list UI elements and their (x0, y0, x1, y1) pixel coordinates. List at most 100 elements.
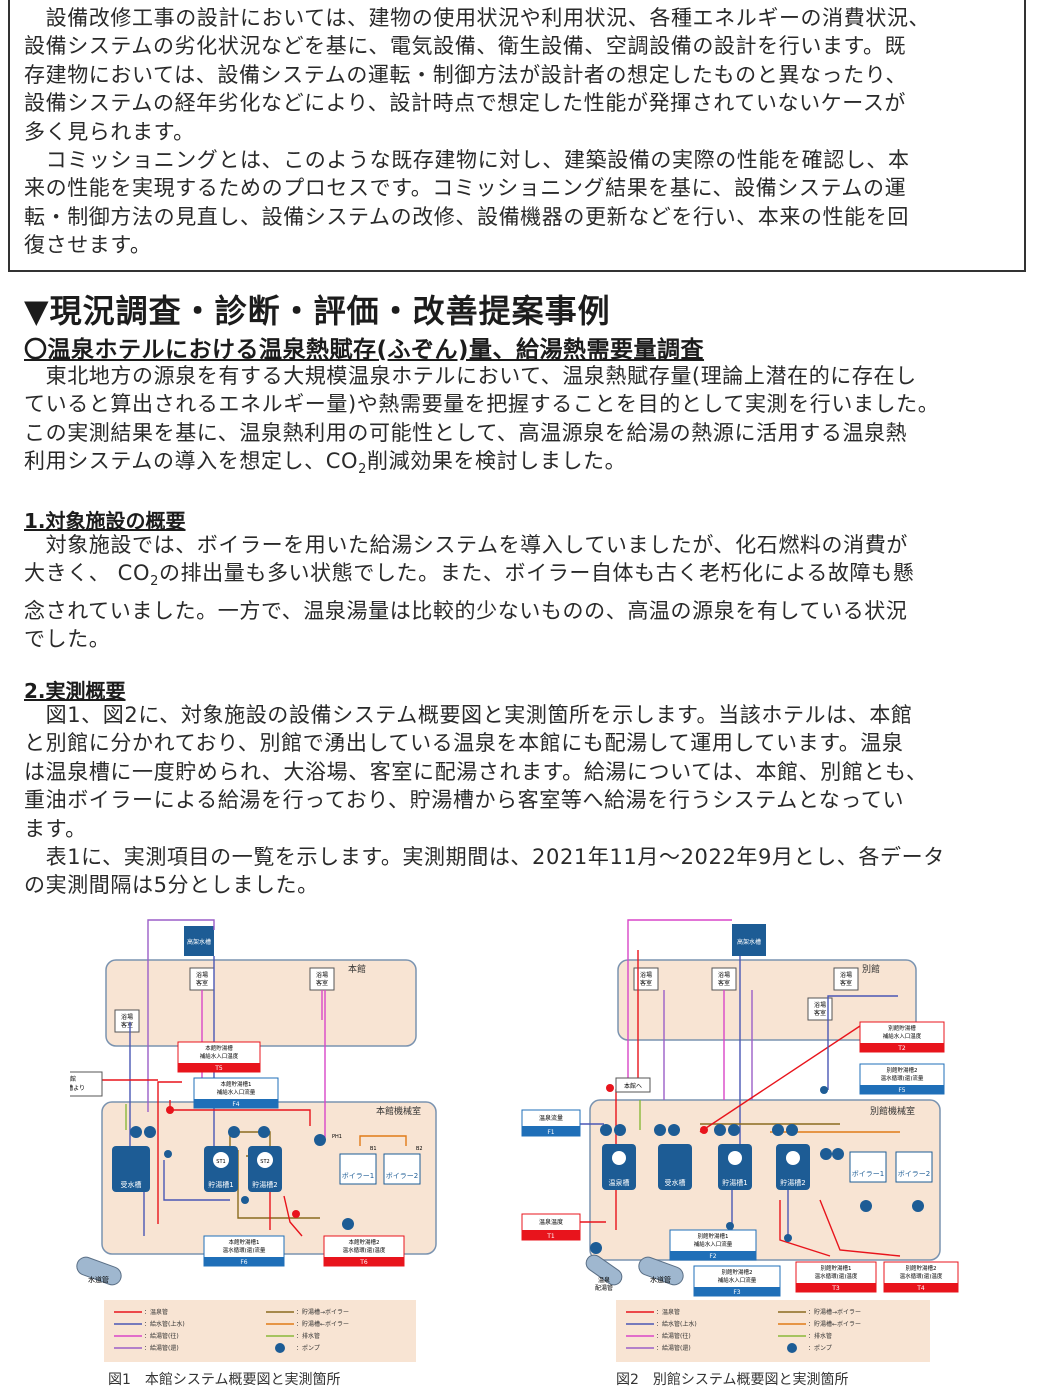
svg-text:補給水入口温度: 補給水入口温度 (883, 1032, 922, 1040)
t3-code: T3 (831, 1285, 840, 1292)
annex-source-label-1: 別館 (70, 1075, 76, 1083)
svg-text:客室: 客室 (814, 1009, 826, 1017)
st2-label: ST2 (260, 1159, 269, 1165)
svg-text:浴場: 浴場 (840, 971, 852, 979)
boiler1-icon (339, 1153, 377, 1185)
pump-icon (258, 1126, 270, 1138)
pump-icon (314, 1134, 326, 1146)
svg-text:客室: 客室 (196, 979, 208, 987)
section2-line: 図1、図2に、対象施設の設備システム概要図と実測箇所を示します。当該ホテルは、本… (24, 703, 913, 727)
svg-text:：給湯管(還): ：給湯管(還) (656, 1344, 691, 1352)
case-intro-paragraph: 東北地方の源泉を有する大規模温泉ホテルにおいて、温泉熱賦存量(理論上潜在的に存在… (24, 362, 939, 485)
water-pipe-label: 水道管 (88, 1275, 109, 1284)
sensor-dot (606, 1084, 614, 1092)
room-box-c (114, 1009, 140, 1033)
b2-label: B2 (416, 1146, 423, 1152)
intro-paragraph: 設備改修工事の設計においては、建物の使用状況や利用状況、各種エネルギーの消費状況… (24, 4, 930, 260)
pump-icon (772, 1124, 784, 1136)
section1-line: 念されていました。一方で、温泉湯量は比較的少ないものの、高温の源泉を有している状… (24, 599, 908, 623)
svg-text:温水循環(還)温度: 温水循環(還)温度 (815, 1272, 858, 1280)
section1-line: 大きく、 CO2の排出量も多い状態でした。また、ボイラー自体も古く老朽化による故… (24, 561, 915, 590)
case-intro-line: 利用システムの導入を想定し、CO2削減効果を検討しました。 (24, 449, 627, 478)
case-intro-line: 東北地方の源泉を有する大規模温泉ホテルにおいて、温泉熱賦存量(理論上潜在的に存在… (24, 364, 917, 388)
pump-icon (728, 1124, 740, 1136)
svg-text:別館貯湯槽1: 別館貯湯槽1 (698, 1232, 729, 1240)
t5-label-1: 本館貯湯槽 (205, 1044, 233, 1052)
svg-text:：ポンプ: ：ポンプ (808, 1344, 832, 1352)
sensor-dot (166, 1106, 174, 1114)
f3-code: F3 (733, 1289, 740, 1296)
water-pipe-label: 水道管 (650, 1275, 671, 1284)
svg-text:：温泉管: ：温泉管 (144, 1308, 168, 1316)
receiving-tank-icon (658, 1144, 692, 1190)
annex-machine-room-label: 別館機械室 (870, 1105, 915, 1117)
water-pipe-icon (76, 1256, 122, 1286)
room-box-a (633, 967, 659, 991)
t6-label-2: 温水循環(還)温度 (343, 1246, 386, 1254)
sensor-dot (292, 1210, 300, 1218)
high-tank-label: 高架水槽 (737, 938, 761, 946)
svg-text:：貯湯槽←ボイラー: ：貯湯槽←ボイラー (808, 1320, 861, 1328)
t2-code: T2 (897, 1045, 906, 1052)
svg-text:浴場: 浴場 (718, 971, 730, 979)
section2-line: ます。 (24, 816, 87, 841)
legend-box (104, 1300, 416, 1362)
pump-icon (130, 1126, 142, 1138)
f5-code: F5 (898, 1087, 905, 1094)
svg-text:：給水管(上水): ：給水管(上水) (656, 1320, 697, 1328)
tank2-icon (248, 1146, 282, 1192)
receiving-tank-label: 受水槽 (665, 1178, 686, 1187)
tank2-icon (776, 1144, 810, 1190)
pump-icon (590, 1242, 602, 1254)
pump-icon (820, 1148, 832, 1160)
svg-text:：ポンプ: ：ポンプ (296, 1344, 320, 1352)
section-title: ▼現況調査・診断・評価・改善提案事例 (24, 292, 611, 330)
boiler1-icon (849, 1151, 887, 1183)
annex-building-label: 別館 (862, 963, 880, 975)
svg-text:：貯湯槽←ボイラー: ：貯湯槽←ボイラー (296, 1320, 349, 1328)
figure-2-caption: 図2 別館システム概要図と実測箇所 (616, 1372, 849, 1388)
tank1-label: 貯湯槽1 (208, 1180, 233, 1189)
pump-icon (342, 1218, 354, 1230)
section2-paragraph: 図1、図2に、対象施設の設備システム概要図と実測箇所を示します。当該ホテルは、本… (24, 701, 945, 900)
f6-label-2: 温水循環(還)流量 (223, 1246, 266, 1254)
boiler2-icon (383, 1153, 421, 1185)
intro-line: 多く見られます。 (24, 119, 195, 144)
room-label-a: 浴場 (196, 971, 208, 979)
svg-text:別館貯湯槽2: 別館貯湯槽2 (906, 1264, 937, 1272)
f4-label-2: 補給水入口流量 (217, 1088, 256, 1096)
onsen-tank-label: 温泉槽 (609, 1178, 630, 1187)
intro-line: 設備システムの劣化状況などを基に、電気設備、衛生設備、空調設備の設計を行います。… (24, 34, 907, 59)
case-title: 〇温泉ホテルにおける温泉熱賦存(ふぞん)量、給湯熱需要量調査 (24, 337, 705, 363)
section1-heading: 1.対象施設の概要 (24, 509, 186, 533)
room-box-d (807, 997, 833, 1021)
boiler2-label: ボイラー2 (386, 1172, 418, 1180)
svg-text:別館貯湯槽: 別館貯湯槽 (888, 1024, 916, 1032)
to-main-label: 本館へ (624, 1082, 642, 1090)
intro-line: コミッショニングとは、このような既存建物に対し、建築設備の実際の性能を確認し、本 (24, 148, 910, 173)
section2-line: の実測間隔は5分としました。 (24, 873, 319, 898)
svg-text:別館貯湯槽1: 別館貯湯槽1 (821, 1264, 852, 1272)
receiving-tank-icon (112, 1146, 150, 1192)
intro-line: 設備改修工事の設計においては、建物の使用状況や利用状況、各種エネルギーの消費状況… (24, 6, 931, 30)
boiler1-label: ボイラー1 (342, 1172, 374, 1180)
pump-icon (912, 1200, 924, 1212)
pump-icon (144, 1126, 156, 1138)
svg-text:客室: 客室 (718, 979, 730, 987)
annex-machine-room-area (589, 1099, 941, 1261)
hot-spring-pipe-label-2: 配湯管 (595, 1284, 613, 1292)
ph1-label: PH1 (332, 1134, 342, 1140)
svg-text:客室: 客室 (840, 979, 852, 987)
hot-spring-pipe-icon (585, 1254, 623, 1286)
t1-label: 温泉温度 (539, 1218, 563, 1226)
intro-line: 来の性能を実現するためのプロセスです。コミッショニング結果を基に、設備システムの… (24, 176, 907, 201)
boiler1-label: ボイラー1 (852, 1170, 884, 1178)
sensor-dot (164, 1150, 172, 1158)
svg-text:：給湯管(往): ：給湯管(往) (144, 1332, 179, 1340)
t6-code: T6 (359, 1259, 368, 1266)
case-intro-line: この実測結果を基に、温泉熱利用の可能性として、高温源泉を給湯の熱源に活用する温泉… (24, 420, 908, 445)
t4-code: T4 (916, 1285, 925, 1292)
f6-label-1: 本館貯湯槽1 (229, 1238, 260, 1246)
svg-text:温水循環(還)流量: 温水循環(還)流量 (881, 1074, 924, 1082)
